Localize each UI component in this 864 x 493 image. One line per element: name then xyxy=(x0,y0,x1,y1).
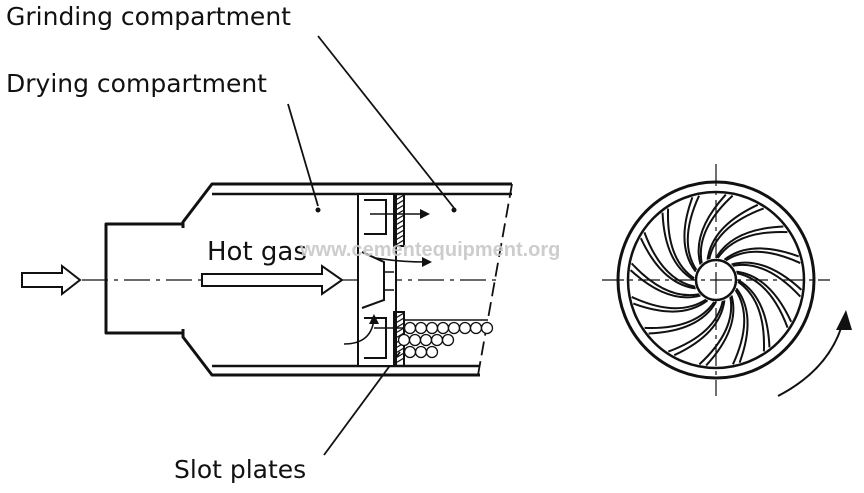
grinding-ball xyxy=(425,321,439,335)
hot-gas-label: Hot gas xyxy=(207,237,307,267)
curved-slot xyxy=(661,212,695,281)
hatch-line xyxy=(393,219,405,227)
grinding-ball xyxy=(441,333,455,347)
hatch-line xyxy=(393,209,405,217)
arrowhead-lift-icon xyxy=(369,314,379,324)
curved-slot xyxy=(639,237,696,290)
curved-slot xyxy=(705,295,735,367)
drying-leader-line xyxy=(287,103,319,207)
grinding-ball xyxy=(447,321,461,335)
arrowhead-middle-icon xyxy=(422,257,432,267)
upper-lifter-channel xyxy=(364,199,387,235)
drying-compartment-label: Drying compartment xyxy=(6,69,267,98)
grinding-media xyxy=(397,321,494,359)
hatch-line xyxy=(393,199,405,207)
curved-slots xyxy=(629,193,803,367)
shell-bottom-outer xyxy=(181,329,480,377)
inlet-neck xyxy=(104,222,183,335)
curved-slot xyxy=(699,194,734,264)
curved-slot xyxy=(723,247,800,261)
hatch-line xyxy=(393,317,405,325)
grinding-ball xyxy=(480,321,494,335)
curved-slot xyxy=(706,203,759,260)
central-cone xyxy=(361,251,385,309)
leader-lines xyxy=(287,35,455,456)
rotation-arrow-icon xyxy=(836,310,852,330)
grinding-ball xyxy=(408,333,422,347)
curved-slot xyxy=(732,263,802,298)
hatch-line xyxy=(393,352,405,360)
curved-slot xyxy=(708,207,765,260)
grinding-leader-line xyxy=(317,35,455,209)
curved-slot xyxy=(648,301,717,335)
grinding-compartment-label: Grinding compartment xyxy=(6,2,291,31)
curved-slot xyxy=(644,301,716,329)
hatch-line xyxy=(393,229,405,237)
curved-slot xyxy=(732,289,746,365)
slot-plates-label: Slot plates xyxy=(174,455,306,484)
grinding-ball xyxy=(458,321,472,335)
hatch-line xyxy=(393,194,405,202)
grinding-ball xyxy=(430,333,444,347)
grinding-ball xyxy=(414,345,428,359)
hatch-line xyxy=(393,357,405,365)
slot-plate-upper-hatch xyxy=(393,194,405,247)
hatch-line xyxy=(393,224,405,232)
slot-plate-upper xyxy=(393,193,405,247)
slot-plates-leader-line xyxy=(323,351,401,456)
hatch-line xyxy=(393,312,405,320)
slot-plate-end-view xyxy=(602,164,830,396)
flow-arrow-middle xyxy=(375,257,427,263)
curved-slot xyxy=(667,208,695,280)
shell-break-line xyxy=(477,183,513,376)
hatch-line xyxy=(393,332,405,340)
curved-slot xyxy=(731,261,803,291)
curved-slot xyxy=(737,280,765,352)
hot-gas-arrow-icon xyxy=(201,264,344,296)
curved-slot xyxy=(697,193,727,265)
curved-slot xyxy=(631,296,707,310)
curved-slot xyxy=(686,195,700,271)
grinding-ball xyxy=(414,321,428,335)
curved-slot xyxy=(736,270,793,323)
grinding-ball xyxy=(419,333,433,347)
grinding-pointer-dot xyxy=(451,207,457,213)
grinding-ball xyxy=(397,333,411,347)
hatch-line xyxy=(393,204,405,212)
grinding-ball xyxy=(469,321,483,335)
hatch-line xyxy=(393,234,405,242)
curved-slot xyxy=(716,231,788,259)
curved-slot xyxy=(629,269,701,299)
curved-slot xyxy=(632,299,709,313)
curved-slot xyxy=(698,296,733,366)
grinding-ball xyxy=(403,345,417,359)
curved-slot xyxy=(715,225,784,259)
grinding-ball xyxy=(425,345,439,359)
curved-slot xyxy=(683,196,697,273)
curved-slot xyxy=(643,231,696,288)
hatch-line xyxy=(393,327,405,335)
curved-slot xyxy=(630,262,700,297)
arrowhead-upper-icon xyxy=(420,209,430,219)
grinding-ball xyxy=(403,321,417,335)
shell-top-outer xyxy=(181,182,512,228)
hatch-line xyxy=(393,214,405,222)
curved-slot xyxy=(736,272,789,329)
slot-plate-assembly xyxy=(357,193,405,367)
curved-slot xyxy=(725,250,801,264)
curved-slot xyxy=(673,300,726,357)
curved-slot xyxy=(667,300,724,353)
watermark: www.cementequipment.org xyxy=(299,239,560,261)
hatch-line xyxy=(393,347,405,355)
curved-slot xyxy=(735,287,749,364)
curved-slot xyxy=(737,279,771,348)
diaphragm-frame xyxy=(357,193,397,367)
inlet-arrow-icon xyxy=(21,263,82,297)
grinding-ball xyxy=(436,321,450,335)
drying-pointer-dot xyxy=(315,207,321,213)
